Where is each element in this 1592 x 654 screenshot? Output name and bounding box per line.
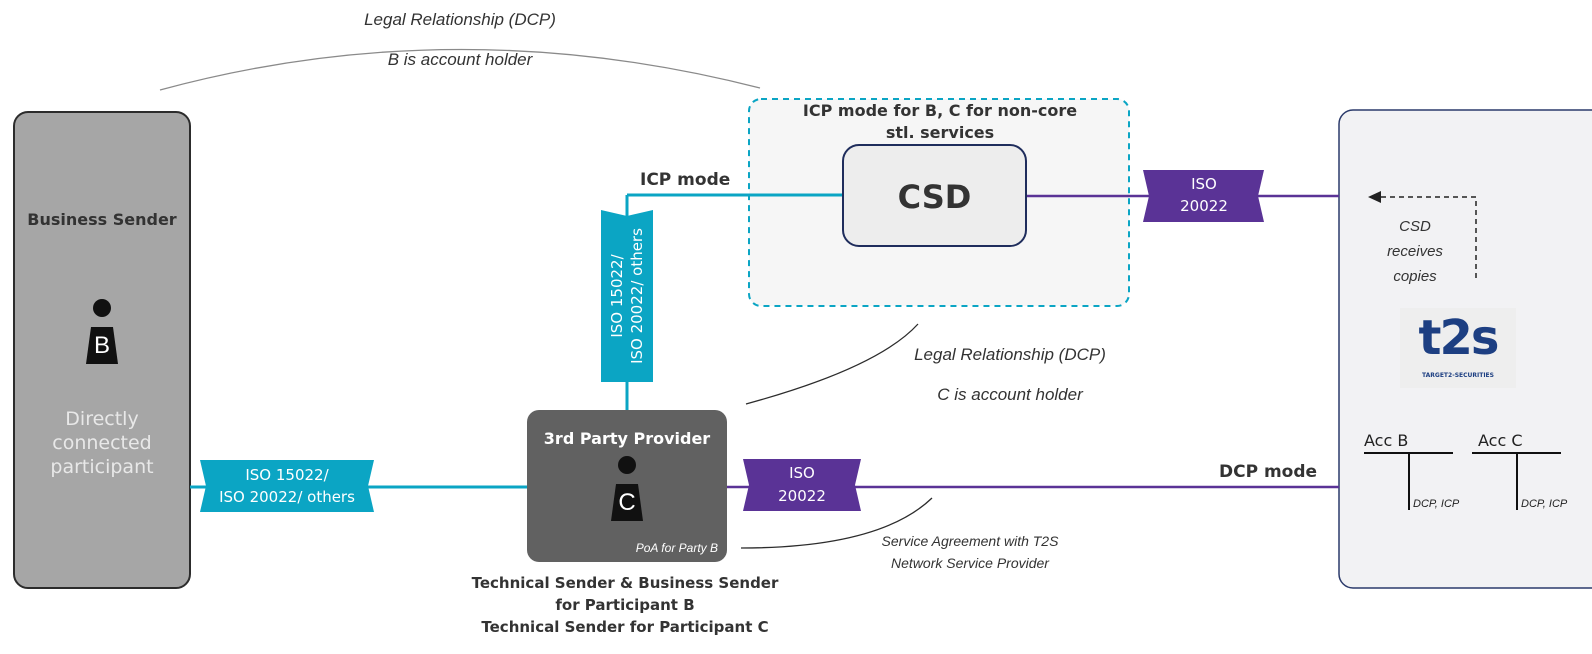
csd-banner-line1: ISO (1191, 175, 1217, 193)
acc-b-t (1364, 452, 1453, 510)
person-b-icon (86, 299, 118, 364)
top-legal-line2: B is account holder (387, 50, 533, 69)
top-legal-arc (159, 48, 761, 91)
t2s-logo-text: t2s (1418, 310, 1500, 366)
third-party-caption-line2: for Participant B (555, 596, 695, 614)
service-agreement-arc (740, 497, 933, 549)
csd-label: CSD (897, 178, 972, 216)
business-sender-badge: B (93, 332, 110, 359)
acc-c-t (1472, 452, 1561, 510)
vertical-banner-line1: ISO 15022/ (608, 254, 626, 338)
vertical-banner-shape (601, 210, 653, 382)
tp-banner-line2: 20022 (778, 487, 826, 505)
person-c-icon (611, 456, 643, 521)
csd-copies-arrow (1368, 191, 1477, 278)
csd-copies-line2: receives (1387, 243, 1443, 260)
business-sender-description: Directly connected participant (50, 408, 154, 478)
csd-area-caption-line2: stl. services (885, 123, 995, 142)
tp-t2s-banner-shape (743, 459, 861, 511)
third-party-title: 3rd Party Provider (543, 429, 711, 448)
csd-t2s-banner-shape (1143, 170, 1264, 222)
service-agreement-text: Service Agreement with T2S Network Servi… (845, 530, 1095, 574)
business-sender-title: Business Sender (27, 210, 177, 229)
acc-c-sub: DCP, ICP (1521, 498, 1568, 510)
acc-c-label: Acc C (1478, 431, 1523, 450)
left-banner-line2: ISO 20022/ others (219, 488, 355, 506)
dcp-mode-label: DCP mode (1219, 462, 1318, 482)
csd-copies-line1: CSD (1399, 218, 1431, 235)
third-party-poa: PoA for Party B (635, 541, 718, 555)
csd-box (842, 144, 1027, 247)
t2s-logo-subtext: TARGET2-SECURITIES (1422, 372, 1494, 379)
third-party-caption-line3: Technical Sender for Participant C (481, 618, 769, 636)
third-party-caption: Technical Sender & Business Sender for P… (430, 572, 820, 638)
csd-area-caption: ICP mode for B, C for non-core stl. serv… (760, 100, 1120, 144)
tp-banner-line1: ISO (789, 464, 815, 482)
icp-mode-label: ICP mode (640, 170, 731, 190)
csd-copies-text: CSD receives copies (1370, 214, 1460, 289)
service-agreement-line2: Network Service Provider (891, 555, 1049, 571)
left-banner-shape (200, 460, 374, 512)
third-party-badge: C (618, 489, 636, 516)
mid-legal-line1: Legal Relationship (DCP) (914, 345, 1106, 364)
third-party-caption-line1: Technical Sender & Business Sender (471, 574, 779, 592)
acc-b-label: Acc B (1364, 431, 1409, 450)
mid-legal-line2: C is account holder (937, 385, 1083, 404)
t2s-logo: t2s TARGET2-SECURITIES (1400, 308, 1516, 388)
service-agreement-line1: Service Agreement with T2S (881, 533, 1059, 549)
csd-area-caption-line1: ICP mode for B, C for non-core (802, 101, 1078, 120)
left-banner-line1: ISO 15022/ (245, 466, 329, 484)
csd-copies-line3: copies (1393, 268, 1437, 285)
csd-banner-line2: 20022 (1180, 197, 1228, 215)
acc-b-sub: DCP, ICP (1413, 498, 1460, 510)
top-legal-line1: Legal Relationship (DCP) (364, 10, 556, 29)
mid-legal-arc (745, 323, 919, 405)
vertical-banner-line2: ISO 20022/ others (628, 228, 646, 364)
